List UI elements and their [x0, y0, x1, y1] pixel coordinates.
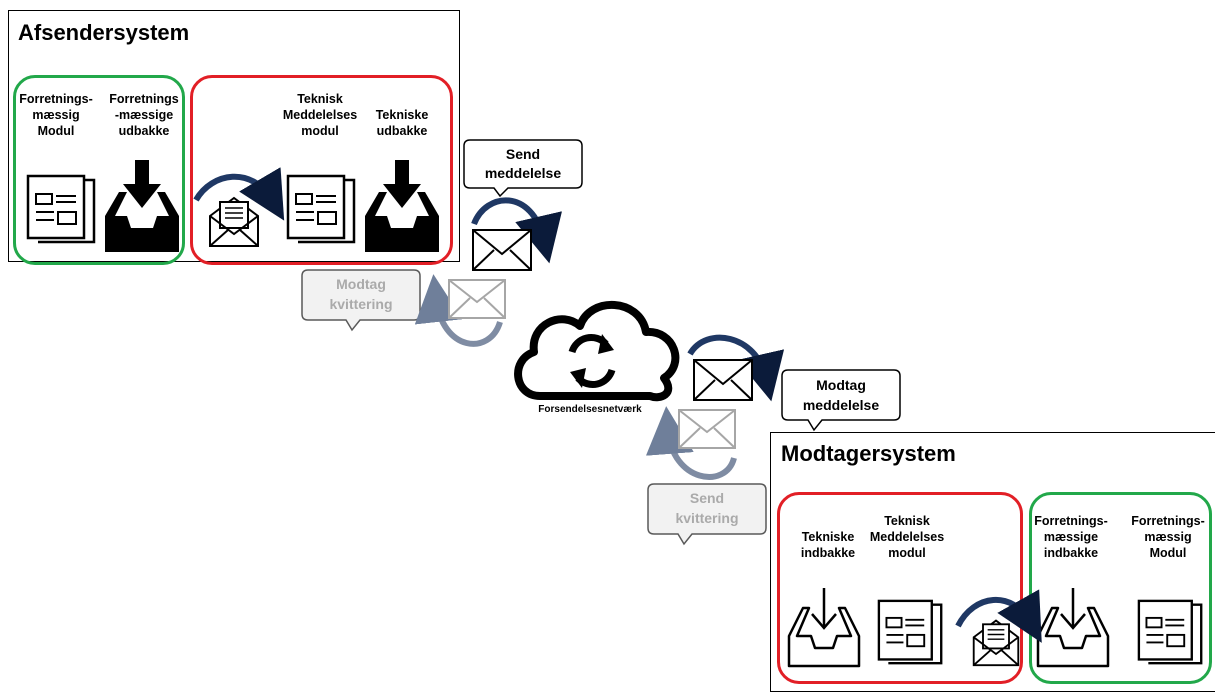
receiver-system-title: Modtagersystem [781, 441, 956, 466]
envelope-icon [693, 359, 753, 401]
send-message-callout-line2: meddelelse [485, 165, 561, 181]
curved-arrow [471, 197, 562, 264]
receive-receipt-callout-line2: kvittering [329, 296, 392, 312]
send-receipt-callout-line1: Send [690, 490, 724, 506]
sender-business-group [13, 75, 185, 265]
sender-technical-module-label: Teknisk Meddelelses modul [282, 92, 358, 138]
receive-message-callout-line1: Modtag [816, 377, 866, 393]
send-receipt-callout [647, 483, 767, 546]
document-icon [286, 174, 356, 244]
sender-technical-group [190, 75, 453, 265]
inbox-tray-icon [787, 588, 861, 668]
receipt-envelope-icon [678, 409, 736, 449]
curved-arrow [687, 334, 785, 402]
receiver-business-module-label: Forretnings- mæssig Modul [1131, 514, 1205, 560]
document-icon [1137, 599, 1203, 665]
receive-receipt-callout [301, 269, 421, 332]
inbox-tray-icon [1036, 588, 1110, 668]
document-icon [877, 599, 943, 665]
sender-technical-outbox-label: Tekniske udbakke [375, 108, 429, 138]
outbox-tray-icon [365, 160, 439, 252]
send-message-callout-line1: Send [506, 146, 540, 162]
send-receipt-callout-line2: kvittering [675, 510, 738, 526]
sync-icon [568, 334, 616, 388]
receiver-business-inbox-label: Forretnings- mæssige indbakke [1034, 514, 1108, 560]
network-label: Forsendelsesnetværk [538, 404, 642, 415]
receive-message-callout [781, 369, 901, 432]
outbox-tray-icon [105, 160, 179, 252]
envelope-icon [472, 229, 532, 271]
receiver-technical-module-label: Teknisk Meddelelses modul [869, 514, 945, 560]
send-message-callout [463, 139, 583, 198]
sender-business-module-label: Forretnings- mæssig Modul [19, 92, 93, 138]
curved-arrow [414, 274, 503, 347]
cloud-network-icon [514, 300, 680, 402]
receive-message-callout-line2: meddelelse [803, 397, 879, 413]
receiver-technical-inbox-label: Tekniske indbakke [800, 530, 856, 560]
receive-receipt-callout-line1: Modtag [336, 276, 386, 292]
curved-arrow [193, 167, 285, 221]
document-icon [26, 174, 96, 244]
curved-arrow [955, 589, 1042, 643]
receipt-envelope-icon [448, 279, 506, 319]
open-envelope-icon [972, 619, 1020, 667]
curved-arrow [645, 406, 737, 480]
sender-system-title: Afsendersystem [18, 20, 190, 45]
sender-business-outbox-label: Forretnings -mæssige udbakke [109, 92, 179, 138]
